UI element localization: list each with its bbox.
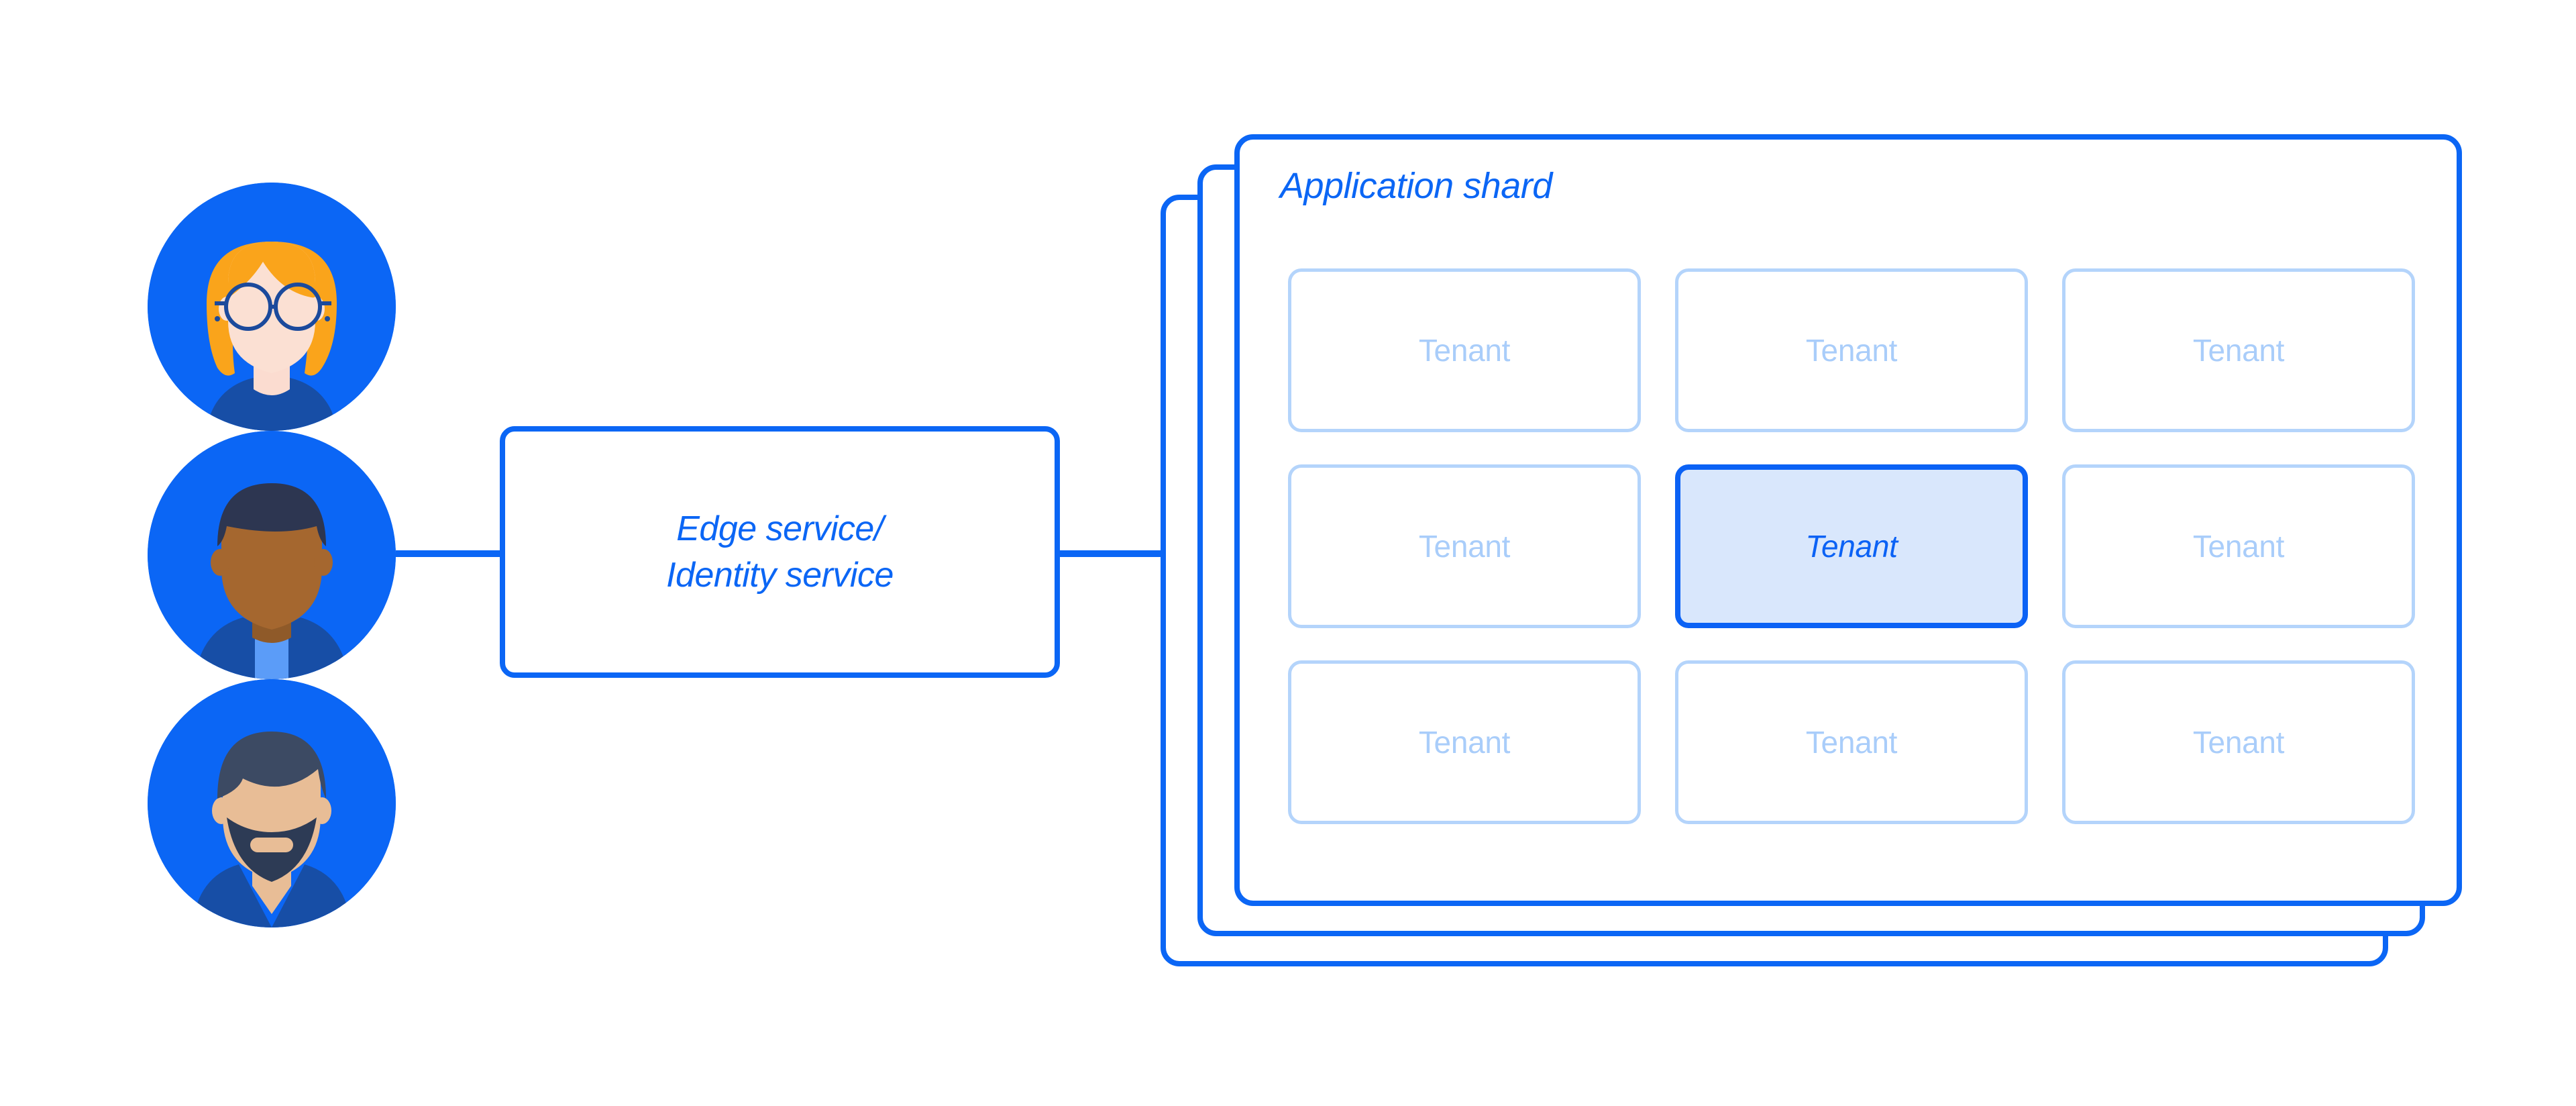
tenant-label: Tenant bbox=[1418, 529, 1511, 564]
tenant-label-selected: Tenant bbox=[1805, 529, 1898, 564]
connector-users-to-edge-service bbox=[396, 550, 502, 557]
tenant-cell-2[interactable]: Tenant bbox=[1675, 268, 2028, 432]
man-with-beard-icon bbox=[148, 679, 396, 927]
tenant-label: Tenant bbox=[2192, 725, 2285, 760]
man-short-hair-icon bbox=[148, 431, 396, 679]
tenant-grid: Tenant Tenant Tenant Tenant Tenant Tenan… bbox=[1288, 268, 2415, 824]
edge-service-label: Edge service/ Identity service bbox=[666, 509, 894, 595]
tenant-label: Tenant bbox=[1805, 333, 1898, 368]
tenant-cell-7[interactable]: Tenant bbox=[1288, 660, 1641, 824]
tenant-cell-9[interactable]: Tenant bbox=[2062, 660, 2415, 824]
edge-service-box[interactable]: Edge service/ Identity service bbox=[500, 426, 1060, 678]
tenant-label: Tenant bbox=[1418, 725, 1511, 760]
woman-with-glasses-icon bbox=[148, 183, 396, 431]
tenant-label: Tenant bbox=[2192, 333, 2285, 368]
tenant-cell-1[interactable]: Tenant bbox=[1288, 268, 1641, 432]
tenant-cell-5-selected[interactable]: Tenant bbox=[1675, 464, 2028, 628]
tenant-label: Tenant bbox=[2192, 529, 2285, 564]
connector-edge-service-to-shard bbox=[1059, 550, 1166, 557]
application-shard-title: Application shard bbox=[1280, 166, 1552, 206]
application-shard-panel[interactable]: Application shard Tenant Tenant Tenant T… bbox=[1234, 134, 2462, 906]
tenant-cell-8[interactable]: Tenant bbox=[1675, 660, 2028, 824]
avatar-man-with-beard bbox=[148, 679, 396, 927]
avatar-woman-with-glasses bbox=[148, 183, 396, 431]
tenant-cell-6[interactable]: Tenant bbox=[2062, 464, 2415, 628]
tenant-label: Tenant bbox=[1418, 333, 1511, 368]
tenant-cell-4[interactable]: Tenant bbox=[1288, 464, 1641, 628]
tenant-label: Tenant bbox=[1805, 725, 1898, 760]
avatar-man-short-hair bbox=[148, 431, 396, 679]
tenant-cell-3[interactable]: Tenant bbox=[2062, 268, 2415, 432]
